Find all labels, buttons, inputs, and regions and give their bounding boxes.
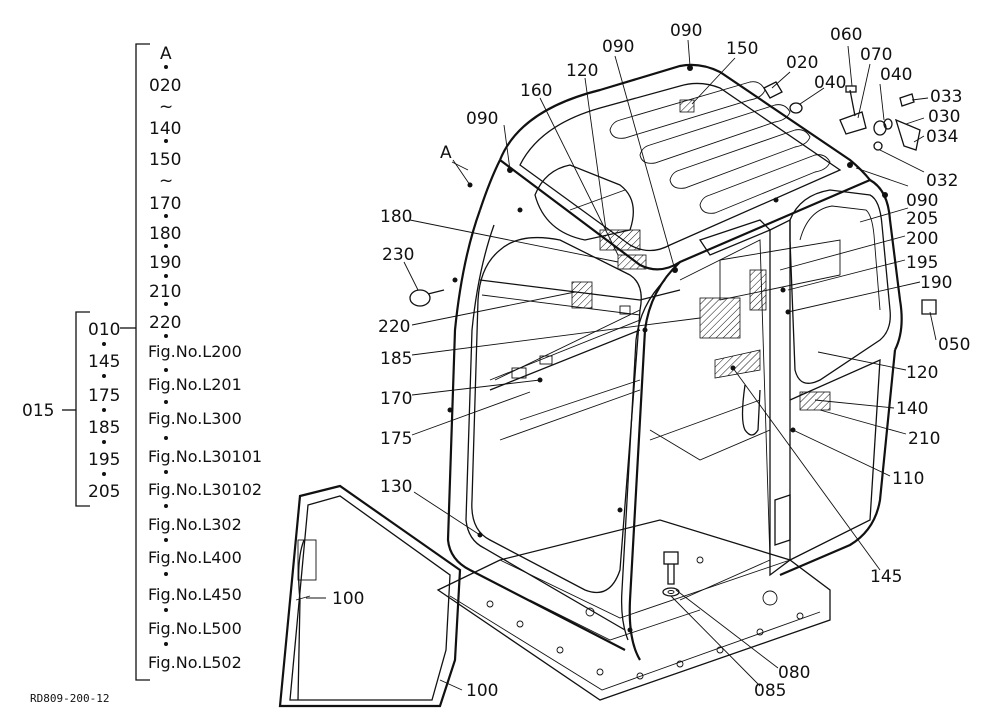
callout: 060 (830, 25, 862, 45)
assembly-item: 210 (149, 282, 181, 302)
callout: 033 (930, 87, 962, 107)
leader-lines (306, 39, 937, 691)
callout: 230 (382, 245, 414, 265)
callout: 040 (880, 65, 912, 85)
cabin-frame (278, 63, 937, 708)
callout: 140 (896, 399, 928, 419)
callout: 170 (380, 389, 412, 409)
assembly-item: 150 (149, 150, 181, 170)
figure-ref: Fig.No.L30102 (148, 480, 262, 499)
drawing-ref-code: RD809-200-12 (30, 692, 109, 705)
callout: 120 (906, 363, 938, 383)
assembly-item: 180 (149, 224, 181, 244)
callout: 195 (906, 253, 938, 273)
sub-item: 185 (88, 418, 120, 438)
door-panel (278, 484, 462, 708)
sub-item: 145 (88, 352, 120, 372)
callout: 030 (928, 107, 960, 127)
callout: 090 (670, 21, 702, 41)
assembly-item: 170 (149, 194, 181, 214)
callout: 185 (380, 349, 412, 369)
assembly-range-tilde: ~ (159, 171, 173, 191)
callout: 205 (906, 209, 938, 229)
callout: 070 (860, 45, 892, 65)
callout: 100 (332, 589, 364, 609)
assembly-marker: A (160, 44, 172, 64)
floor-bolt (662, 551, 680, 597)
callout: 020 (786, 53, 818, 73)
callout: 175 (380, 429, 412, 449)
callout: 100 (466, 681, 498, 701)
callout: 130 (380, 477, 412, 497)
callout: A (440, 143, 452, 163)
figure-ref: Fig.No.L400 (148, 548, 242, 567)
callout: 220 (378, 317, 410, 337)
callout: 180 (380, 207, 412, 227)
callout: 120 (566, 61, 598, 81)
assembly-item: 020 (149, 76, 181, 96)
callout: 085 (754, 681, 786, 701)
top-fittings (409, 81, 937, 315)
assembly-range-tilde: ~ (159, 97, 173, 117)
callout: 210 (908, 429, 940, 449)
sub-item: 010 (88, 320, 120, 340)
callout: 080 (778, 663, 810, 683)
callout: 032 (926, 171, 958, 191)
figure-ref: Fig.No.L30101 (148, 447, 262, 466)
assembly-bracket (120, 43, 150, 681)
assembly-item: 190 (149, 253, 181, 273)
figure-ref: Fig.No.L201 (148, 375, 242, 394)
callout: 090 (602, 37, 634, 57)
assembly-item: 220 (149, 313, 181, 333)
callout: 200 (906, 229, 938, 249)
sub-bracket (62, 311, 90, 507)
callout: 050 (938, 335, 970, 355)
callout: 040 (814, 73, 846, 93)
sub-group-label: 015 (22, 401, 54, 421)
hatched-parts (571, 99, 831, 411)
callout: 090 (906, 191, 938, 211)
list-dots (102, 65, 168, 646)
frame-bolts (447, 65, 888, 633)
callout: 145 (870, 567, 902, 587)
callout: 034 (926, 127, 958, 147)
figure-ref: Fig.No.L500 (148, 619, 242, 638)
assembly-item: 140 (149, 119, 181, 139)
figure-ref: Fig.No.L300 (148, 409, 242, 428)
sub-item: 175 (88, 386, 120, 406)
callout: 090 (466, 109, 498, 129)
figure-ref: Fig.No.L502 (148, 653, 242, 672)
callout: 110 (892, 469, 924, 489)
callout: 150 (726, 39, 758, 59)
roof-ribs (609, 81, 831, 214)
sub-item: 195 (88, 450, 120, 470)
sub-item: 205 (88, 482, 120, 502)
callout: 160 (520, 81, 552, 101)
figure-ref: Fig.No.L450 (148, 585, 242, 604)
floor-holes (486, 556, 804, 680)
figure-ref: Fig.No.L302 (148, 515, 242, 534)
callout: 190 (920, 273, 952, 293)
figure-ref: Fig.No.L200 (148, 342, 242, 361)
